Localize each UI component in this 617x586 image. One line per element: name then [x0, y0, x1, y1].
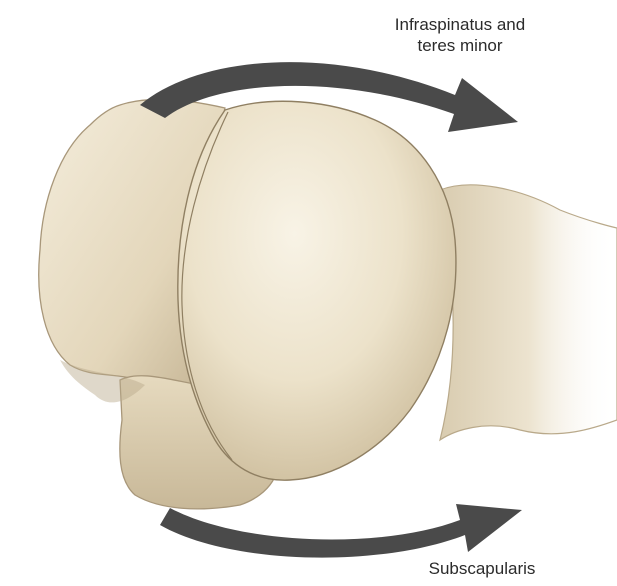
- humeral-shaft: [440, 185, 617, 440]
- subscapularis-label: Subscapularis: [412, 558, 552, 579]
- infraspinatus-teres-minor-label: Infraspinatus and teres minor: [360, 14, 560, 56]
- internal-rotation-arrow: [160, 504, 522, 558]
- humeral-head: [178, 101, 456, 480]
- label-top-line2: teres minor: [360, 35, 560, 56]
- label-top-line1: Infraspinatus and: [360, 14, 560, 35]
